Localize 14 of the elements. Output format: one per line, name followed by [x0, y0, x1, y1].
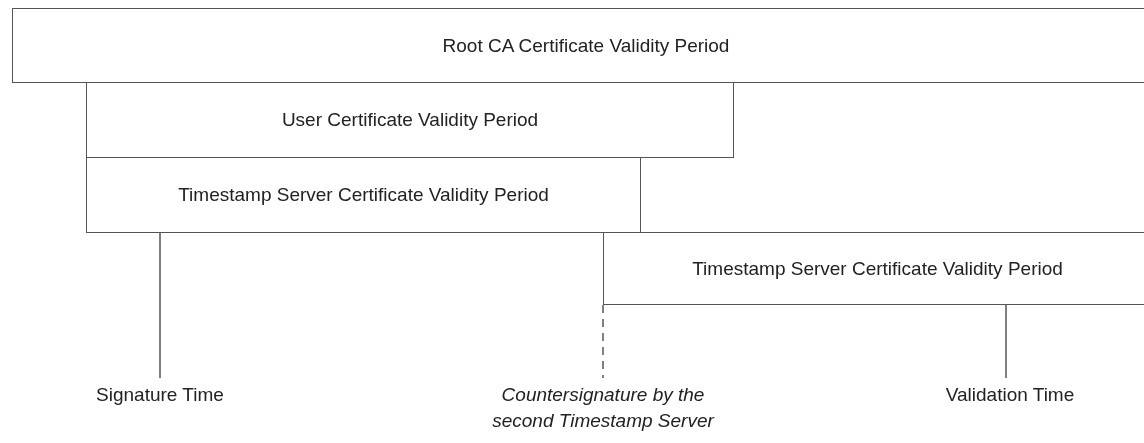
leader-line — [1005, 304, 1007, 379]
time-label: Signature Time — [60, 382, 260, 408]
time-label: Validation Time — [910, 382, 1110, 408]
period-bar — [603, 232, 1144, 305]
period-label: User Certificate Validity Period — [281, 109, 539, 131]
period-bar — [86, 157, 641, 233]
leader-line — [159, 232, 161, 379]
period-bar — [12, 8, 1144, 83]
period-bar — [86, 82, 734, 158]
period-label: Root CA Certificate Validity Period — [442, 34, 730, 57]
dashed-leader-line — [602, 304, 604, 379]
period-label: Timestamp Server Certificate Validity Period — [692, 257, 1063, 280]
time-label: Countersignature by the second Timestamp Server — [473, 382, 733, 434]
period-label: Timestamp Server Certificate Validity Period — [178, 184, 549, 206]
